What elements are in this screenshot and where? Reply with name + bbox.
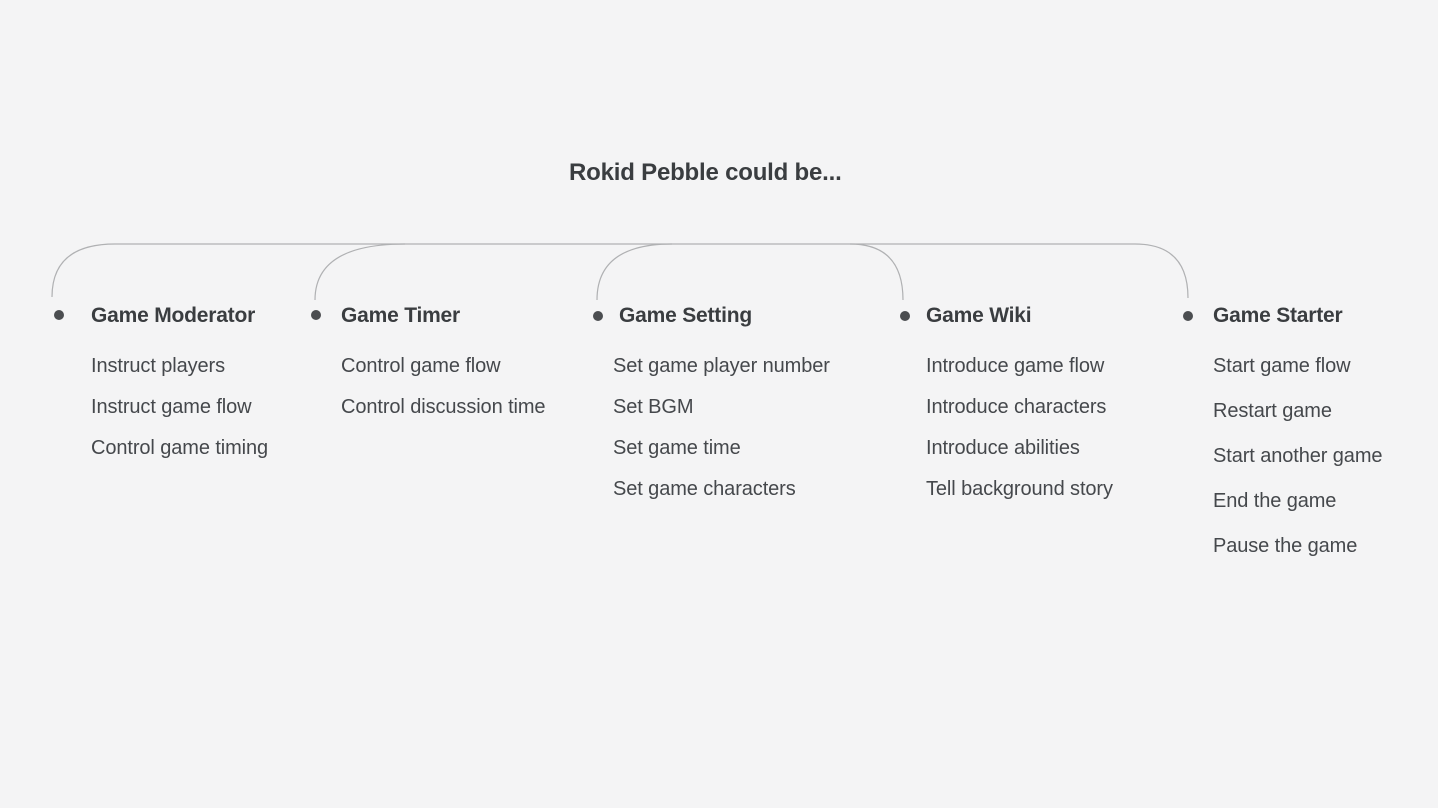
branch-item[interactable]: Introduce abilities [926, 437, 1080, 459]
connector-main-line [51, 243, 1189, 299]
branch-title[interactable]: Game Starter [1213, 304, 1343, 327]
connector-curve-game-timer [314, 243, 406, 301]
branch-item[interactable]: Set BGM [613, 396, 694, 418]
node-bullet-dot [900, 311, 910, 321]
branch-item[interactable]: Tell background story [926, 478, 1113, 500]
branch-item[interactable]: Set game player number [613, 355, 830, 377]
branch-game-starter: Game Starter Start game flow Restart gam… [1213, 302, 1383, 579]
branch-title[interactable]: Game Wiki [926, 304, 1032, 327]
node-bullet-dot [593, 311, 603, 321]
branch-game-timer: Game Timer Control game flow Control dis… [341, 302, 546, 436]
branch-item[interactable]: End the game [1213, 490, 1337, 512]
branch-item[interactable]: Introduce characters [926, 396, 1107, 418]
branch-item[interactable]: Instruct game flow [91, 396, 252, 418]
branch-game-wiki: Game Wiki Introduce game flow Introduce … [926, 302, 1113, 518]
branch-title[interactable]: Game Timer [341, 304, 461, 327]
branch-title[interactable]: Game Setting [619, 304, 752, 327]
branch-item[interactable]: Set game characters [613, 478, 796, 500]
branch-title[interactable]: Game Moderator [91, 304, 256, 327]
branch-item[interactable]: Start game flow [1213, 355, 1351, 377]
branch-item[interactable]: Instruct players [91, 355, 226, 377]
branch-item[interactable]: Start another game [1213, 445, 1383, 467]
branch-item[interactable]: Control game timing [91, 437, 269, 459]
branch-item[interactable]: Control game flow [341, 355, 501, 377]
branch-game-moderator: Game Moderator Instruct players Instruct… [91, 302, 268, 477]
node-bullet-dot [54, 310, 64, 320]
node-bullet-dot [1183, 311, 1193, 321]
branch-item[interactable]: Restart game [1213, 400, 1332, 422]
branch-item[interactable]: Pause the game [1213, 535, 1358, 557]
connector-curve-game-setting [596, 243, 673, 301]
branch-item[interactable]: Control discussion time [341, 396, 546, 418]
branch-game-setting: Game Setting Set game player number Set … [613, 302, 830, 518]
connector-curve-game-wiki [849, 243, 904, 301]
branch-item[interactable]: Set game time [613, 437, 741, 459]
root-node-title[interactable]: Rokid Pebble could be... [569, 159, 842, 186]
node-bullet-dot [311, 310, 321, 320]
branch-item[interactable]: Introduce game flow [926, 355, 1105, 377]
